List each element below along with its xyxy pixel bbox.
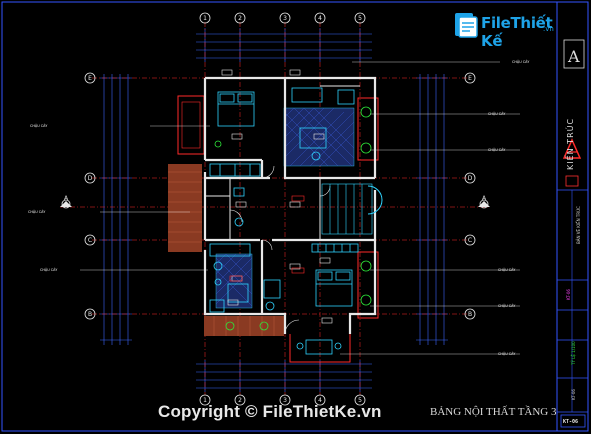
axis-label-bottom: 3	[283, 397, 287, 404]
balcony-furniture	[296, 339, 342, 355]
section-marker-a-right	[478, 199, 490, 209]
red-room-marks	[229, 195, 305, 282]
bed-top-left	[217, 91, 255, 127]
axis-label-right: C	[468, 237, 472, 244]
svg-text:TỶ LỆ 1/100: TỶ LỆ 1/100	[571, 341, 576, 366]
axis-label-left: C	[88, 237, 92, 244]
axis-label-right: B	[468, 311, 472, 318]
dimension-lines-bottom	[196, 360, 372, 392]
svg-text:CHẬU CÂY: CHẬU CÂY	[498, 303, 516, 308]
filethietke-logo: FileThiết Kế .vn	[453, 10, 565, 50]
plan-code: KT-06	[563, 419, 579, 425]
brand-vertical-text: KIẾN TRÚC	[566, 117, 575, 170]
bed-bottom-right	[315, 269, 353, 307]
dimension-lines-top	[196, 28, 372, 62]
axis-label-right: E	[468, 75, 472, 82]
svg-text:CHẬU CÂY: CHẬU CÂY	[28, 209, 46, 214]
svg-text:CHẬU CÂY: CHẬU CÂY	[488, 147, 506, 152]
svg-text:BẢN VẼ KIẾN TRÚC: BẢN VẼ KIẾN TRÚC	[575, 206, 581, 244]
inner-partitions	[205, 85, 360, 240]
callout-notes: CHẬU CÂY CHẬU CÂY CHẬU CÂY CHẬU CÂY CHẬU…	[28, 59, 530, 356]
axis-bubbles	[84, 12, 476, 406]
svg-text:CHẬU CÂY: CHẬU CÂY	[498, 351, 516, 356]
axis-label-bottom: 5	[358, 397, 362, 404]
wardrobe-left	[209, 163, 261, 177]
axis-label-top: 5	[358, 15, 362, 22]
axis-label-top: 4	[318, 15, 322, 22]
sofa-bottom	[311, 243, 359, 253]
svg-text:KT-06: KT-06	[571, 389, 576, 400]
dimension-lines-right	[416, 74, 448, 345]
svg-text:CHẬU CÂY: CHẬU CÂY	[30, 123, 48, 128]
room-tags	[221, 69, 333, 324]
axis-label-left: E	[88, 75, 92, 82]
axis-label-bottom: 4	[318, 397, 322, 404]
axis-label-left: B	[88, 311, 92, 318]
svg-text:CHẬU CÂY: CHẬU CÂY	[498, 267, 516, 272]
brick-terrace-left	[168, 164, 202, 252]
axis-label-top: 1	[203, 15, 207, 22]
svg-text:A: A	[567, 47, 580, 66]
plan-title: BẢNG NỘI THẤT TẦNG 3	[430, 406, 557, 418]
svg-text:CHẬU CÂY: CHẬU CÂY	[40, 267, 58, 272]
plants	[214, 106, 372, 331]
svg-text:CHẬU CÂY: CHẬU CÂY	[512, 59, 530, 64]
axis-label-top: 3	[283, 15, 287, 22]
logo-domain: .vn	[543, 25, 554, 33]
desk-area-bottom	[263, 279, 281, 311]
svg-text:CHẬU CÂY: CHẬU CÂY	[488, 111, 506, 116]
axis-label-bottom: 1	[203, 397, 207, 404]
axis-label-right: D	[468, 175, 473, 182]
section-label-right: A	[482, 195, 487, 202]
svg-text:KT-06: KT-06	[566, 289, 571, 300]
staircase	[321, 183, 383, 235]
sofa-set-top	[291, 87, 355, 161]
brand-symbol: A	[562, 39, 585, 159]
document-logo-icon	[455, 13, 478, 38]
axis-label-left: D	[88, 175, 93, 182]
bath-fixtures-center	[233, 187, 245, 227]
section-label-left: A	[64, 195, 69, 202]
copyright-watermark: Copyright © FileThietKe.vn	[158, 402, 382, 421]
callout-leaders	[80, 61, 520, 355]
door-swings	[229, 165, 331, 335]
building-walls	[203, 76, 377, 334]
dimension-lines-left	[100, 74, 132, 345]
axis-label-top: 2	[238, 15, 242, 22]
section-marker-a-left	[60, 199, 72, 209]
logo-text: FileThiết Kế	[481, 14, 553, 50]
axis-label-bottom: 2	[238, 397, 242, 404]
brick-terrace-bottom	[204, 316, 284, 336]
